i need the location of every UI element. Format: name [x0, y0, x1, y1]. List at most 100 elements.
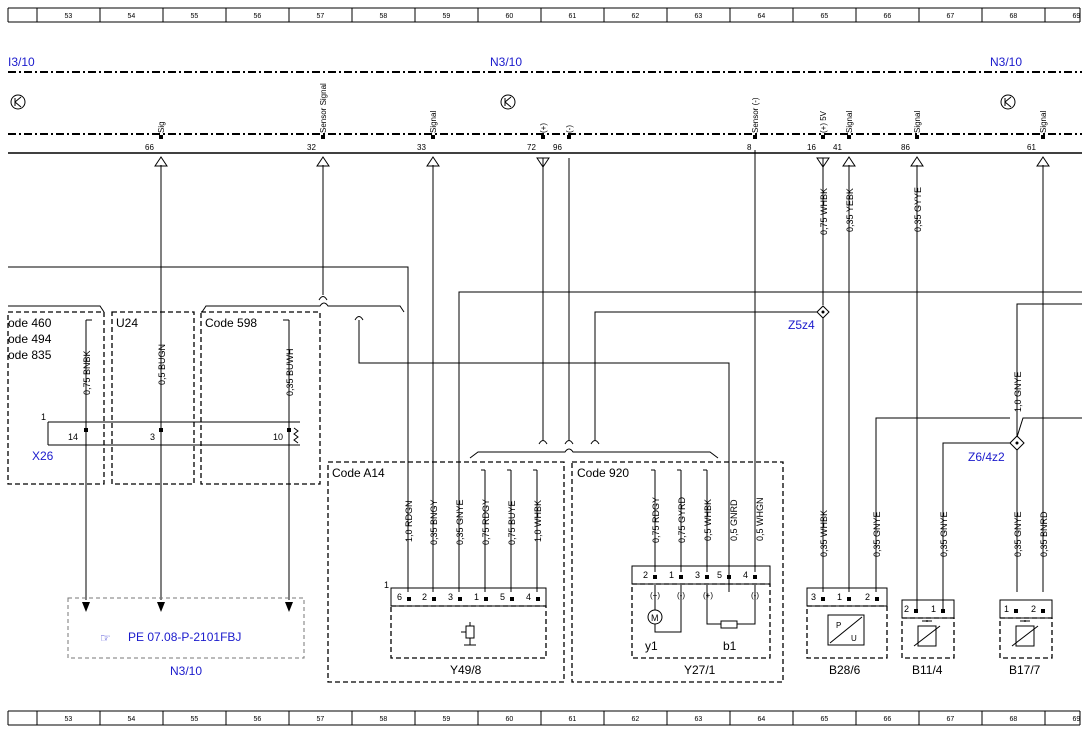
y27-plus-y1: (+): [650, 591, 660, 600]
splice-label-z5: Z5z4: [788, 318, 815, 332]
component-pin-terminal: [1041, 609, 1045, 613]
connector-pin-number: 61: [1027, 143, 1036, 152]
b28-p: P: [836, 621, 841, 630]
connector-pin-signal: Signal: [429, 111, 438, 133]
code-label-598: Code 598: [205, 316, 257, 330]
splice-z5z4: [816, 305, 830, 319]
connector-pin-signal: Signal: [913, 111, 922, 133]
ruler-column-number: 58: [380, 13, 388, 20]
component-pin-number: 4: [743, 570, 748, 580]
ruler-column-number: 69: [1073, 716, 1081, 723]
code-label-920: Code 920: [577, 466, 629, 480]
ruler-column-number: 68: [1010, 13, 1018, 20]
svg-text:M: M: [651, 613, 659, 623]
connector-pin-terminal: [753, 135, 757, 139]
wire-label: 1,0 RDGN: [404, 500, 414, 542]
ruler-column-number: 63: [695, 716, 703, 723]
code-label-494: ode 494: [8, 332, 52, 346]
component-b11-4: [901, 599, 955, 659]
wire-label: 0,35 WHBK: [819, 510, 829, 557]
component-pin-terminal: [1014, 609, 1018, 613]
wire-label: 0,35 GNYE: [455, 499, 465, 545]
wire-label: 0,5 GNRD: [729, 499, 739, 541]
component-pin-terminal: [653, 575, 657, 579]
connector-pin-terminal: [847, 135, 851, 139]
x26-pin-one: 1: [41, 412, 46, 422]
ruler-column-number: 66: [884, 13, 892, 20]
connector-pin-number: 96: [553, 143, 562, 152]
component-pin-number: 5: [500, 592, 505, 602]
wire-label: 0,75 RDGY: [481, 499, 491, 545]
component-pin-number: 6: [397, 592, 402, 602]
ruler-column-number: 67: [947, 716, 955, 723]
connector-pin-terminal: [567, 135, 571, 139]
ruler-column-number: 53: [65, 13, 73, 20]
connector-pin-signal: (+): [539, 123, 548, 133]
component-b28-6: [806, 587, 888, 659]
component-pin-terminal: [821, 597, 825, 601]
connector-pin-number: 32: [307, 143, 316, 152]
reference-box: [67, 597, 305, 659]
ruler-column-number: 54: [128, 716, 136, 723]
code-label-a14: Code A14: [332, 466, 385, 480]
ruler-column-number: 62: [632, 716, 640, 723]
ruler-column-number: 65: [821, 716, 829, 723]
wire-label: 1,0 WHBK: [533, 500, 543, 542]
wire-label: 0,35 BUWH: [285, 348, 295, 396]
component-pin-number: 1: [837, 592, 842, 602]
component-pin-number: 3: [448, 592, 453, 602]
code-block-598: [200, 311, 321, 485]
component-y49-8: [390, 587, 547, 659]
component-pin-number: 2: [422, 592, 427, 602]
component-pin-terminal: [727, 575, 731, 579]
component-pin-terminal: [875, 597, 879, 601]
reference-link[interactable]: PE 07.08-P-2101FBJ: [128, 630, 241, 644]
ruler-column-number: 69: [1073, 13, 1081, 20]
component-pin-terminal: [847, 597, 851, 601]
x26-pin: 3: [150, 432, 155, 442]
component-pin-terminal: [484, 597, 488, 601]
wire-label: 0,5 BUGN: [157, 344, 167, 385]
component-pin-terminal: [941, 609, 945, 613]
module-label-right: N3/10: [990, 55, 1022, 69]
arrow-down-icon: [285, 602, 293, 612]
control-unit-icon: [10, 94, 26, 110]
ruler-column-number: 62: [632, 13, 640, 20]
component-pin-number: 5: [717, 570, 722, 580]
connector-pin-number: 72: [527, 143, 536, 152]
wire-label: 0,75 BNBK: [82, 350, 92, 395]
wire-label: 0,5 WHBK: [703, 499, 713, 541]
component-label-b11: B11/4: [912, 663, 943, 677]
connector-pin-number: 86: [901, 143, 910, 152]
component-y27-1: M: [631, 565, 771, 659]
control-unit-icon: [1000, 94, 1016, 110]
component-pin-number: 2: [904, 604, 909, 614]
module-label-left: I3/10: [8, 55, 35, 69]
code-block-a14: [327, 461, 565, 683]
ruler-column-number: 65: [821, 13, 829, 20]
connector-pin-number: 33: [417, 143, 426, 152]
ruler-column-number: 68: [1010, 716, 1018, 723]
ruler-column-number: 64: [758, 13, 766, 20]
splice-z6-4z2: [1009, 435, 1025, 451]
wire-label: 0,35 GNYE: [1013, 511, 1023, 557]
component-pin-number: 2: [865, 592, 870, 602]
x26-pin: 14: [68, 432, 78, 442]
ruler-column-number: 55: [191, 13, 199, 20]
code-block-460: [7, 311, 105, 485]
wire-routes: [8, 150, 1082, 612]
connector-pin-number: 8: [747, 143, 752, 152]
ruler-column-number: 54: [128, 13, 136, 20]
connector-pin-terminal: [915, 135, 919, 139]
connector-pin-terminal: [821, 135, 825, 139]
connector-pin-number: 16: [807, 143, 816, 152]
component-label-b17: B17/7: [1009, 663, 1041, 677]
pin-direction-arrows: [154, 156, 1050, 168]
component-label-b28: B28/6: [829, 663, 861, 677]
connector-pin-terminal: [541, 135, 545, 139]
component-pin-terminal: [458, 597, 462, 601]
component-pin-number: 4: [526, 592, 531, 602]
reference-module-label: N3/10: [170, 664, 202, 678]
component-pin-number: 3: [811, 592, 816, 602]
